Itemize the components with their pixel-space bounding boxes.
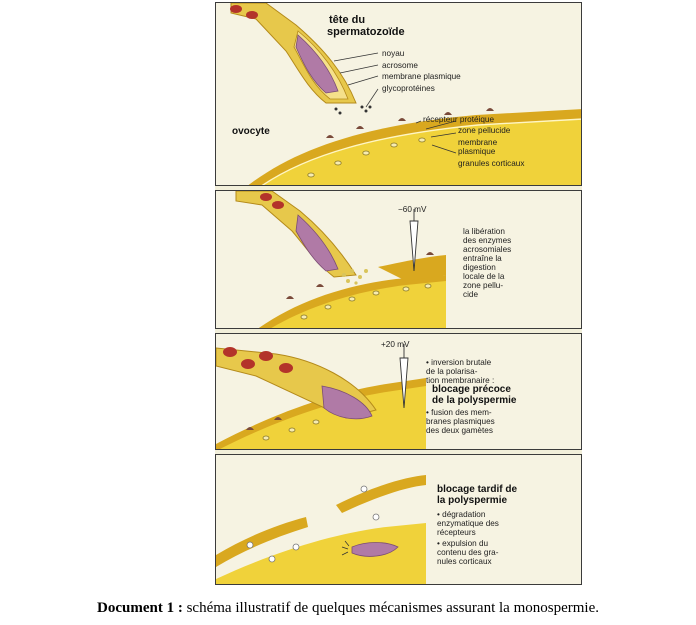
- oocyte-cytoplasm: [263, 119, 581, 185]
- sperm-nucleus: [351, 542, 399, 557]
- figure: tête du spermatozoïde noyau acrosome mem…: [215, 2, 582, 585]
- voltage-readout: −60 mV: [398, 205, 427, 214]
- zone-pellucide-right: [378, 255, 446, 281]
- panel4-heading: blocage tardif de la polyspermie: [437, 484, 518, 506]
- panel3-heading: blocage précoce de la polyspermie: [432, 384, 517, 406]
- caption-text: schéma illustratif de quelques mécanisme…: [182, 600, 599, 616]
- glycoproteins: [334, 105, 372, 115]
- voltage-readout: +20 mV: [381, 340, 410, 349]
- label-membrane-line2: plasmique: [458, 147, 496, 156]
- label-acrosome: acrosome: [382, 61, 418, 70]
- plasma-membrane-line: [261, 118, 581, 185]
- panel4-drawing: [216, 475, 426, 584]
- oocyte-cytoplasm: [271, 281, 446, 328]
- panel-acrosome-reaction: −60 mV la libération des enzymes acrosom…: [215, 190, 582, 329]
- fertilization-envelope-upper: [336, 475, 426, 513]
- title-line1: tête du: [329, 14, 366, 26]
- label-recepteur: récepteur protéique: [423, 115, 495, 124]
- label-membrane-plasmique: membrane plasmique: [382, 72, 461, 81]
- sperm-nucleus: [295, 214, 339, 272]
- panel-early-block: +20 mV • inversion brutale de la polaris…: [215, 333, 582, 450]
- label-granules: granules corticaux: [458, 159, 525, 168]
- panel3-drawing: [216, 344, 426, 449]
- label-membrane-line1: membrane: [458, 138, 498, 147]
- oocyte-cytoplasm: [219, 386, 426, 449]
- receptors: [326, 108, 494, 138]
- panel3-bullet1: • inversion brutale de la polarisa- tion…: [426, 358, 495, 385]
- panel2-drawing: [235, 191, 446, 328]
- label-glycoproteines: glycoprotéines: [382, 84, 435, 93]
- figure-caption: Document 1 : schéma illustratif de quelq…: [0, 600, 696, 617]
- mitochondria: [230, 5, 258, 19]
- nucleus-starburst: [341, 540, 350, 556]
- sperm-nucleus: [321, 385, 373, 420]
- oocyte-cytoplasm: [216, 523, 426, 584]
- expelled-granules: [246, 485, 380, 563]
- receptors: [246, 417, 282, 430]
- panel2-text: la libération des enzymes acrosomiales e…: [463, 227, 512, 299]
- cortical-granules: [300, 283, 432, 320]
- label-ovocyte: ovocyte: [232, 126, 270, 137]
- panel-late-block: blocage tardif de la polyspermie • dégra…: [215, 454, 582, 585]
- cortical-granules: [307, 137, 426, 178]
- fertilization-envelope-lower: [216, 517, 308, 567]
- panel4-bullet2: • expulsion du contenu des gra- nules co…: [437, 539, 499, 566]
- panel4-bullet1: • dégradation enzymatique des récepteurs: [437, 510, 499, 537]
- leader-lines: [333, 52, 457, 154]
- caption-label: Document 1 :: [97, 600, 183, 616]
- panel-sperm-binding: tête du spermatozoïde noyau acrosome mem…: [215, 2, 582, 186]
- title-line2: spermatozoïde: [327, 26, 405, 38]
- sperm-membrane: [235, 191, 357, 278]
- mitochondria: [260, 193, 284, 209]
- mitochondria: [223, 347, 293, 373]
- panel1-drawing: [230, 3, 581, 185]
- label-noyau: noyau: [382, 49, 405, 58]
- released-enzymes: [342, 269, 368, 285]
- label-zone-pellucide: zone pellucide: [458, 126, 511, 135]
- cortical-granules: [262, 419, 320, 441]
- sperm-nucleus: [295, 34, 339, 94]
- receptors: [286, 252, 434, 299]
- panel3-bullet2: • fusion des mem- branes plasmiques des …: [426, 408, 495, 435]
